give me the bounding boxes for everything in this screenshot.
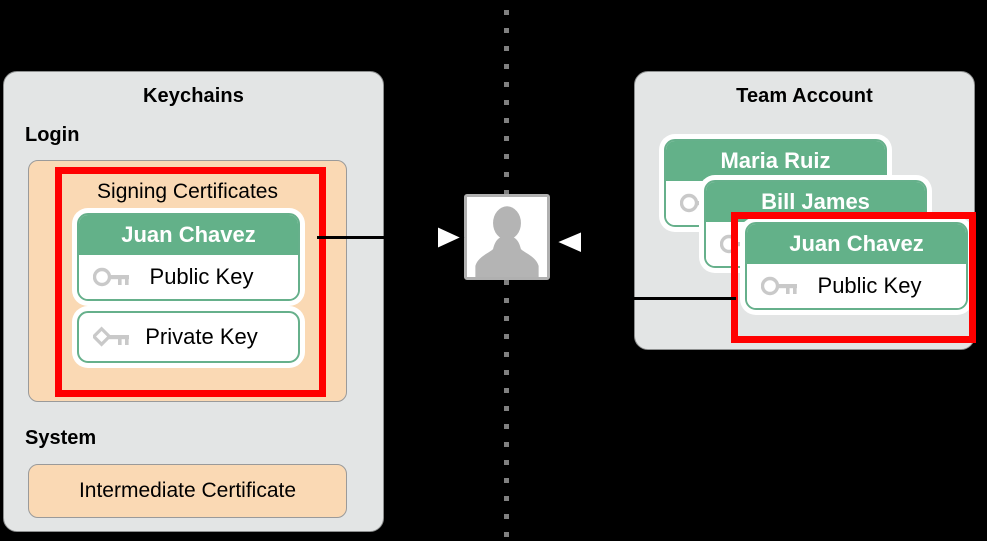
login-keychain-box: Signing Certificates Juan Chavez Pu: [28, 160, 347, 402]
member-card-name: Juan Chavez: [747, 224, 966, 264]
private-key-label: Private Key: [145, 324, 258, 349]
intermediate-certificate-box[interactable]: Intermediate Certificate: [28, 464, 347, 518]
member-card-juan-chavez[interactable]: Juan Chavez Public Key: [745, 222, 968, 310]
team-account-panel-title: Team Account: [736, 85, 873, 107]
member-card-key-label: Public Key: [817, 273, 922, 298]
section-label-system: System: [25, 427, 97, 449]
round-key-icon: [92, 266, 133, 288]
certificate-card-key-label: Public Key: [149, 264, 254, 289]
certificate-card-name: Juan Chavez: [79, 215, 298, 255]
intermediate-certificate-label: Intermediate Certificate: [78, 479, 297, 502]
team-member-highlight: [731, 212, 976, 343]
avatar: [464, 194, 550, 280]
certificate-card-key-row: Public Key: [79, 255, 298, 299]
diamond-key-icon: [91, 326, 133, 348]
signing-certificates-label: Signing Certificates: [97, 180, 278, 203]
keychains-panel: Keychains Login Signing Certificates Jua…: [3, 71, 384, 532]
person-silhouette-icon: [467, 197, 547, 277]
signing-certificates-highlight: [55, 167, 326, 397]
member-card-name: Maria Ruiz: [666, 141, 885, 181]
member-card-key-row: Public Key: [747, 264, 966, 308]
section-label-login: Login: [25, 124, 80, 146]
private-key-pill[interactable]: Private Key: [77, 311, 300, 363]
round-key-icon: [760, 275, 801, 297]
keychains-panel-title: Keychains: [143, 85, 244, 107]
certificate-card-juan-chavez[interactable]: Juan Chavez Public Key: [77, 213, 300, 301]
